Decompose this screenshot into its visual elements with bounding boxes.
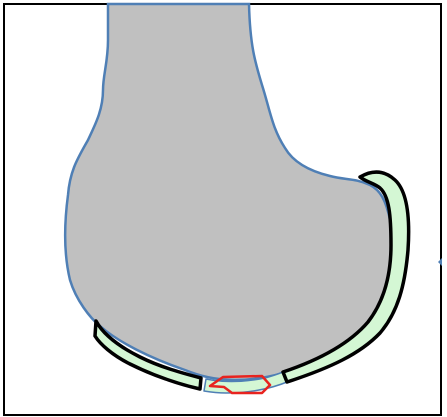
- bone-condyle: [65, 4, 392, 380]
